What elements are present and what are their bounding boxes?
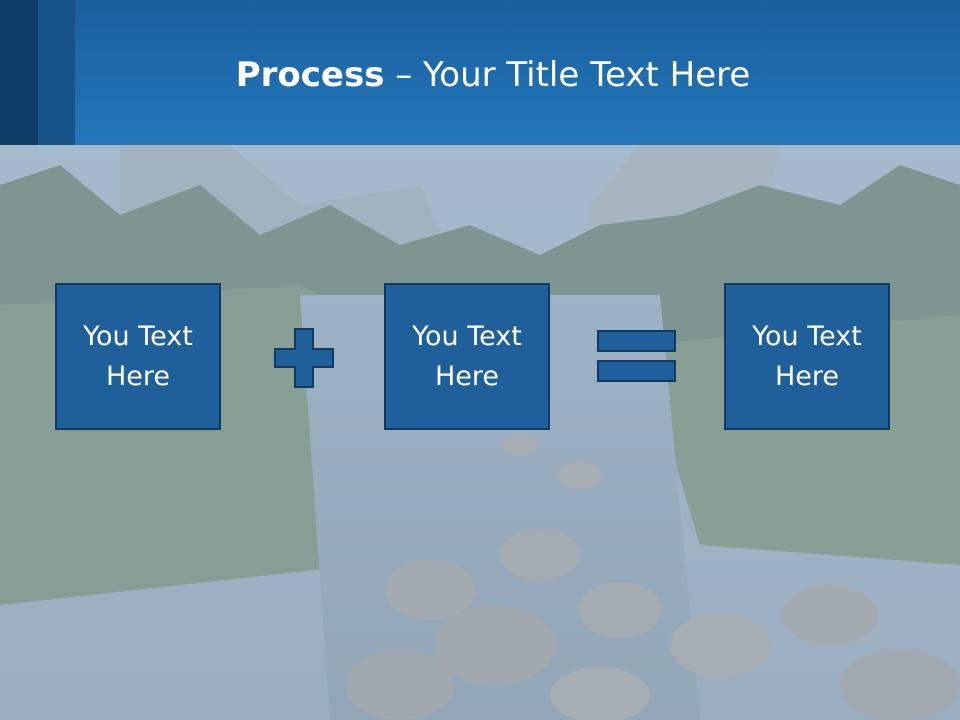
title-bar: Process – Your Title Text Here [0, 0, 960, 145]
process-box-1-line-1: You Text [83, 320, 193, 352]
header-accent-stripe-dark [0, 0, 38, 145]
slide-title-bold: Process [235, 55, 385, 95]
slide-title: Process – Your Title Text Here [0, 52, 960, 98]
process-box-1-text: You Text Here [83, 317, 193, 397]
process-box-2: You Text Here [384, 283, 550, 430]
process-box-2-line-2: Here [434, 360, 500, 392]
process-box-1-line-2: Here [105, 360, 171, 392]
process-box-2-line-1: You Text [412, 320, 522, 352]
process-box-2-text: You Text Here [412, 317, 522, 397]
header-accent-stripe [38, 0, 75, 145]
process-box-1: You Text Here [55, 283, 221, 430]
process-box-3-line-1: You Text [752, 320, 862, 352]
process-box-3: You Text Here [724, 283, 890, 430]
process-box-3-text: You Text Here [752, 317, 862, 397]
plus-icon [274, 328, 334, 388]
equals-icon [597, 330, 676, 382]
slide-title-rest: – Your Title Text Here [384, 55, 751, 95]
background-overlay [0, 145, 960, 720]
process-box-3-line-2: Here [774, 360, 840, 392]
